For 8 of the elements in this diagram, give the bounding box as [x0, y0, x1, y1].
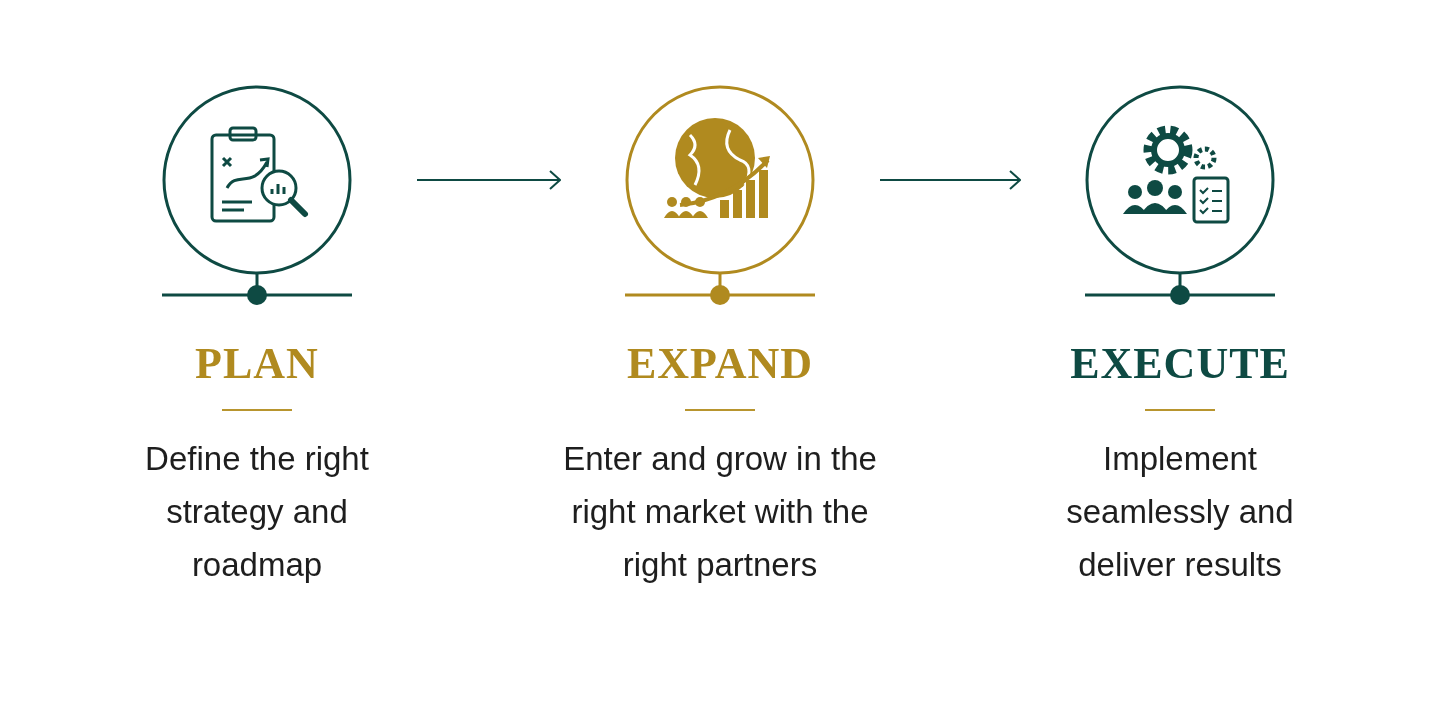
step-heading: EXPAND	[625, 338, 815, 390]
step-description: Define the right strategy and roadmap	[144, 439, 370, 585]
step-description: Implement seamlessly and deliver results	[1065, 439, 1295, 585]
step-description: Enter and grow in the right market with the right partners	[562, 439, 878, 585]
step-heading: PLAN	[194, 338, 320, 390]
step-heading: EXECUTE	[1069, 338, 1291, 390]
arrow	[879, 170, 1021, 190]
arrow	[416, 170, 561, 190]
